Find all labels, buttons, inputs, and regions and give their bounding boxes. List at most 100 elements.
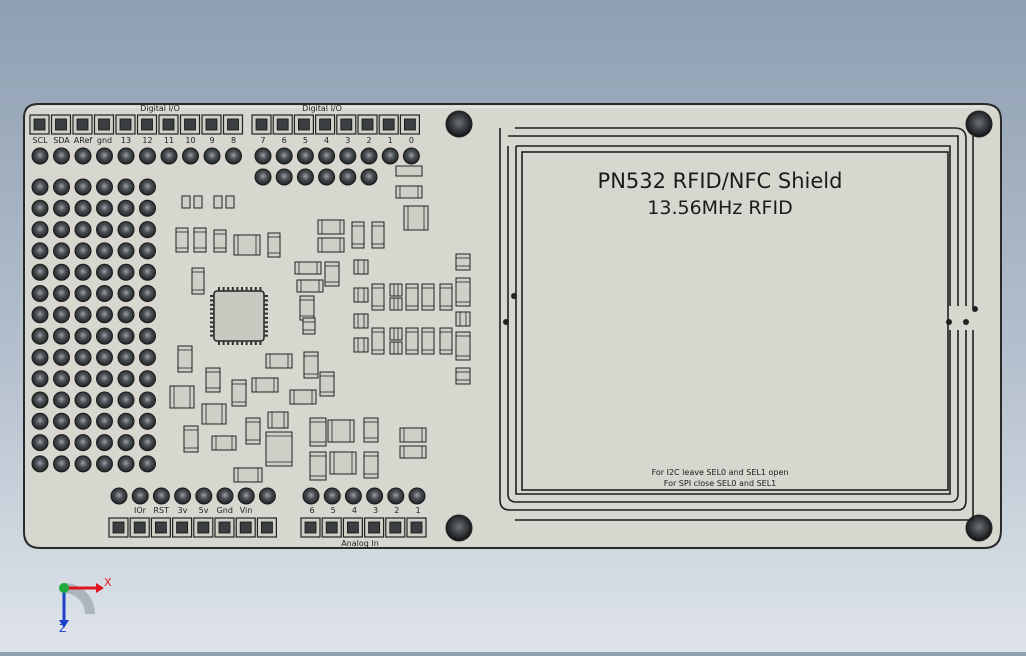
digital-pin-label: 2 <box>366 136 371 145</box>
proto-pad <box>53 306 70 324</box>
power-header-pin <box>150 517 171 538</box>
proto-pad <box>117 199 135 217</box>
power-header-pin <box>256 517 277 538</box>
smd-part <box>324 261 340 287</box>
smd-part <box>395 165 423 177</box>
digital-pad <box>339 168 357 186</box>
digital-header-left-pin <box>222 114 244 135</box>
digital-pad <box>31 147 49 165</box>
smd-part <box>169 385 195 409</box>
digital-pin-label: 12 <box>142 136 152 145</box>
power-pad <box>131 487 149 505</box>
smd-part <box>455 277 471 307</box>
z-axis-label: Z <box>59 622 67 635</box>
digital-pin-label: 10 <box>185 136 195 145</box>
smd-part <box>213 229 227 253</box>
smd-part <box>296 279 324 293</box>
digital-header-right-pin <box>251 114 272 135</box>
proto-pad <box>117 306 135 324</box>
digital-pin-label: 11 <box>164 136 174 145</box>
smd-part <box>267 411 289 429</box>
pn532-chip <box>210 287 268 345</box>
proto-pad <box>31 306 49 324</box>
digital-header-left-pin <box>72 114 93 135</box>
digital-header-right-pin <box>336 114 357 135</box>
proto-pad <box>74 242 92 260</box>
proto-pad <box>139 434 156 452</box>
digital-pad <box>182 147 199 165</box>
interface-note-spi: For SPI close SEL0 and SEL1 <box>664 479 777 488</box>
proto-pad <box>117 412 135 430</box>
digital-pin-label: 0 <box>409 136 414 145</box>
proto-pad <box>117 263 135 281</box>
power-pin-label: Vin <box>240 506 253 515</box>
power-pin-label: 5v <box>199 506 209 515</box>
smd-part <box>363 451 379 479</box>
power-pin-label: Gnd <box>217 506 233 515</box>
digital-pad <box>296 147 314 165</box>
smd-part <box>225 195 235 209</box>
smd-part <box>363 417 379 443</box>
proto-pad <box>74 306 92 324</box>
analog-pad <box>366 487 384 505</box>
smd-part <box>405 327 419 355</box>
proto-pad <box>74 391 92 409</box>
proto-pad <box>31 434 49 452</box>
digital-header-left-pin <box>201 114 222 135</box>
smd-part <box>175 227 189 253</box>
proto-pad <box>139 221 156 239</box>
digital-pin-label: SCL <box>32 136 48 145</box>
proto-pad <box>117 348 135 366</box>
smd-part <box>421 283 435 311</box>
smd-part <box>177 345 193 373</box>
proto-pad <box>31 348 49 366</box>
smd-part <box>371 221 385 249</box>
smd-part <box>421 327 435 355</box>
smd-part <box>302 317 316 335</box>
prototype-pad-grid <box>31 178 156 473</box>
x-axis-label: X <box>104 576 112 589</box>
smd-part <box>294 261 322 275</box>
proto-pad <box>74 285 92 302</box>
smd-part <box>309 417 327 447</box>
smd-part <box>353 287 369 303</box>
proto-pad <box>53 178 70 196</box>
proto-pad <box>74 412 92 430</box>
smd-part <box>299 295 315 321</box>
proto-pad <box>31 391 49 409</box>
smd-part <box>205 367 221 393</box>
digital-pin-label: 3 <box>345 136 350 145</box>
smd-part <box>395 185 423 199</box>
proto-pad <box>31 370 49 388</box>
digital-pad <box>339 147 357 165</box>
smd-part <box>245 417 261 445</box>
power-header-pin <box>193 517 214 538</box>
smd-part <box>439 283 453 311</box>
smd-part <box>251 377 279 393</box>
mounting-holes <box>445 110 993 542</box>
analog-header <box>300 517 427 538</box>
proto-pad <box>117 178 135 196</box>
smd-part <box>233 234 261 256</box>
digital-header-right-pin <box>399 114 420 135</box>
proto-pad <box>53 221 70 239</box>
proto-pad <box>96 285 113 302</box>
smd-components <box>169 165 471 483</box>
proto-pad <box>31 285 49 302</box>
smd-part <box>353 337 369 353</box>
smd-part <box>399 445 427 459</box>
smd-part <box>193 195 203 209</box>
proto-pad <box>117 327 135 345</box>
smd-part <box>183 425 199 453</box>
digital-pad <box>254 168 272 186</box>
digital-header-right-pin <box>378 114 399 135</box>
digital-pin-label: 7 <box>260 136 265 145</box>
digital-pad <box>74 147 92 165</box>
power-pin-label: RST <box>153 506 169 515</box>
digital-header-left <box>29 114 244 135</box>
digital-header-right-pin <box>293 114 314 135</box>
proto-pad <box>96 412 113 430</box>
